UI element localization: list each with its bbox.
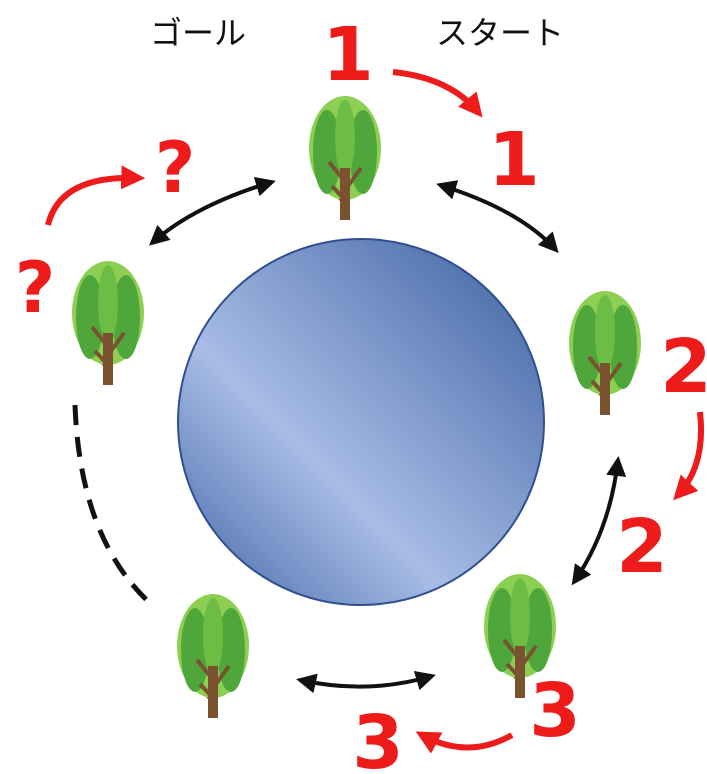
arrow-top-right [436,180,559,253]
step-unknown-next: ? [155,127,196,209]
start-label: スタート [436,14,564,52]
pond [177,238,545,606]
step-3-next: 3 [352,700,404,774]
red-arrow-q [45,165,146,226]
step-unknown-start: ? [15,247,56,329]
step-1-start: 1 [322,12,374,98]
step-3-start: 3 [529,668,581,754]
red-arrow-2 [673,411,705,501]
goal-label: ゴール [150,14,246,52]
arrow-top-left [149,177,276,246]
arrow-bottom [296,670,436,694]
tree-icon-top [307,94,383,222]
red-arrow-3 [415,731,514,754]
tree-icon-left [70,259,146,387]
dashed-arc [72,404,154,607]
red-arrow-1 [392,69,483,118]
arrow-right [571,456,627,586]
step-2-start: 2 [660,324,707,410]
step-2-next: 2 [616,504,668,590]
step-1-next: 1 [488,117,540,203]
tree-icon-bottom [175,592,251,720]
tree-icon-right [567,289,643,417]
